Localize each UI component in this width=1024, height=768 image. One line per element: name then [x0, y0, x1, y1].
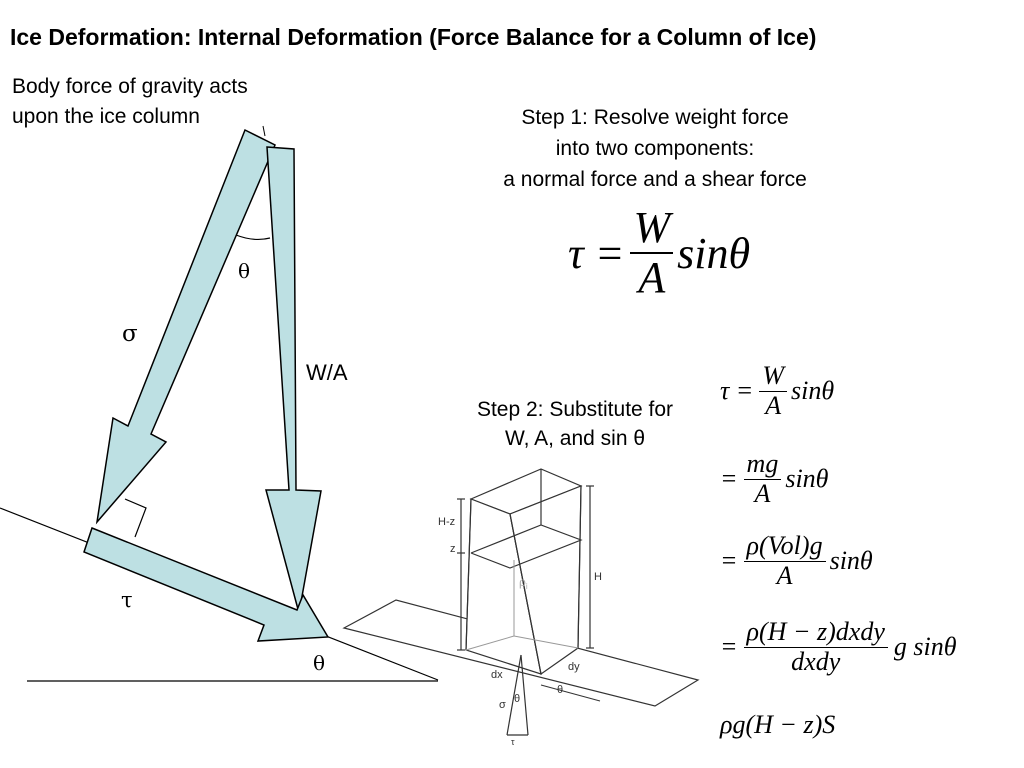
main-equation: τ = W A sinθ — [568, 203, 751, 303]
z-label: z — [450, 543, 456, 555]
derivation-line-3: = ρ(Vol)g A sinθ — [720, 531, 873, 590]
rho-subscript: i — [526, 582, 528, 591]
theta-vec-label: θ — [514, 693, 520, 705]
dx-label: dx — [491, 669, 503, 681]
gravity-note: Body force of gravity acts upon the ice … — [12, 72, 248, 132]
step1-line3: a normal force and a shear force — [503, 168, 807, 191]
theta-small-label: θ — [557, 684, 563, 696]
derivation-prefix: = — [720, 632, 738, 662]
derivation-line-5: ρg(H − z)S — [720, 710, 835, 740]
tau-arrow — [83, 527, 330, 642]
rho-label: ρi — [519, 575, 528, 591]
right-angle-marker — [124, 498, 147, 538]
main-eq-denominator: A — [638, 253, 666, 303]
step2-line2: W, A, and sin θ — [504, 427, 646, 450]
step1-text: Step 1: Resolve weight force into two co… — [455, 102, 855, 195]
derivation-numerator: ρ(Vol)g — [743, 531, 826, 562]
derivation-prefix: = — [720, 546, 738, 576]
derivation-fraction: W A — [759, 361, 788, 420]
step1-line1: Step 1: Resolve weight force — [521, 106, 789, 129]
sigma-arrow — [95, 128, 276, 525]
weight-small-vector — [520, 654, 529, 736]
main-eq-numerator: W — [630, 203, 674, 255]
main-eq-fraction: W A — [630, 203, 674, 303]
z-plane — [470, 524, 583, 569]
derivation-denominator: dxdy — [791, 646, 841, 676]
dy-label: dy — [568, 661, 580, 673]
derivation-fraction: ρ(H − z)dxdy dxdy — [743, 617, 888, 676]
sigma-small-vector — [506, 654, 522, 736]
derivation-numerator: ρ(H − z)dxdy — [743, 617, 888, 648]
derivation-trail: sinθ — [785, 464, 829, 494]
weight-arrow — [265, 146, 322, 614]
rho-symbol: ρ — [519, 575, 526, 589]
ice-block-diagram — [342, 468, 700, 736]
top-tick — [262, 125, 266, 137]
derivation-line-4: = ρ(H − z)dxdy dxdy g sinθ — [720, 617, 957, 676]
step1-line2: into two components: — [555, 137, 755, 160]
derivation-line-2: = mg A sinθ — [720, 449, 829, 508]
derivation-numerator: W — [759, 361, 788, 392]
derivation-line-1: τ = W A sinθ — [720, 361, 835, 420]
theta-bottom-label: θ — [313, 651, 325, 675]
gravity-note-line2: upon the ice column — [12, 105, 200, 128]
theta-top-label: θ — [238, 259, 250, 283]
derivation-trail: sinθ — [791, 376, 835, 406]
gravity-note-line1: Body force of gravity acts — [12, 75, 248, 98]
derivation-trail: sinθ — [829, 546, 873, 576]
page-title: Ice Deformation: Internal Deformation (F… — [10, 24, 817, 50]
tau-small-label: τ — [511, 737, 515, 747]
step2-line1: Step 2: Substitute for — [476, 398, 674, 421]
weight-label: W/A — [306, 360, 348, 385]
theta-arc-top — [235, 234, 271, 241]
derivation-fraction: mg A — [743, 449, 782, 508]
derivation-prefix: τ = — [720, 376, 754, 406]
derivation-numerator: mg — [743, 449, 782, 480]
step2-text: Step 2: Substitute for W, A, and sin θ — [445, 395, 705, 453]
derivation-fraction: ρ(Vol)g A — [743, 531, 826, 590]
main-eq-trail: sinθ — [677, 228, 751, 278]
derivation-denominator: A — [765, 390, 782, 420]
derivation-denominator: A — [754, 478, 771, 508]
hz-label: H-z — [438, 516, 455, 528]
sigma-label: σ — [122, 321, 138, 347]
sigma-small-label: σ — [499, 699, 506, 711]
derivation-final: ρg(H − z)S — [720, 710, 836, 739]
main-eq-lhs: τ = — [568, 228, 625, 278]
derivation-denominator: A — [776, 560, 793, 590]
slope-plane — [342, 599, 700, 707]
derivation-trail: g sinθ — [893, 632, 957, 662]
derivation-prefix: = — [720, 464, 738, 494]
tau-label: τ — [121, 588, 133, 612]
h-label: H — [594, 571, 602, 583]
